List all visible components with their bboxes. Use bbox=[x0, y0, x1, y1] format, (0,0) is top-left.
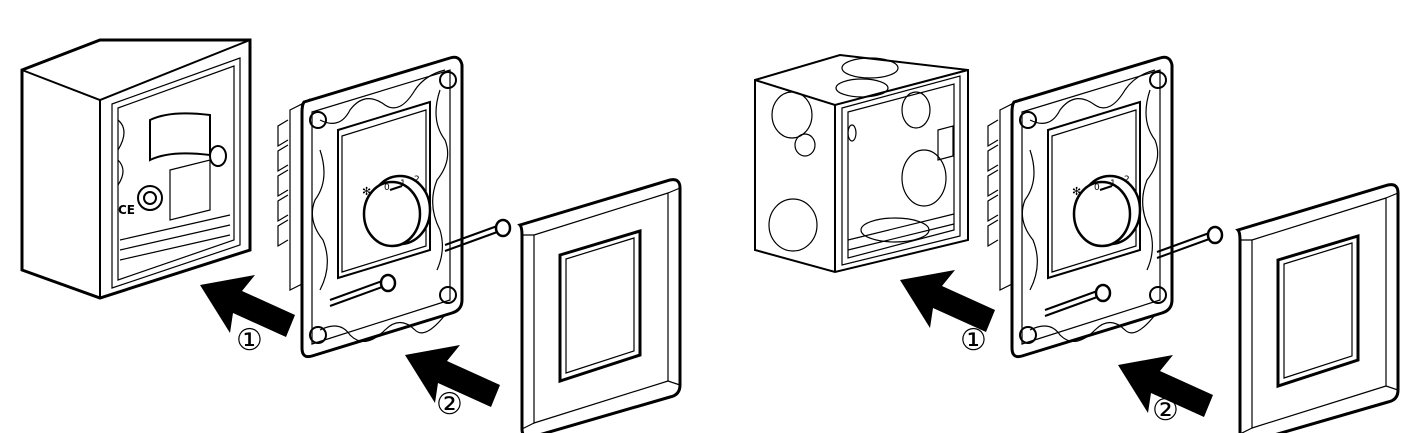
cover-frame bbox=[518, 178, 682, 433]
ce-mark: CE bbox=[118, 203, 135, 217]
speed-mark-1: 1 bbox=[1110, 179, 1116, 189]
step-2-label: ② bbox=[436, 387, 463, 422]
step-2-label: ② bbox=[1152, 393, 1179, 428]
speed-mark-0: 0 bbox=[384, 183, 390, 193]
panel-right: ✻ 0 1 2 ① ② bbox=[754, 53, 1400, 433]
fan-controller-device: ✻ 0 1 2 bbox=[986, 55, 1174, 359]
step-1-label: ① bbox=[960, 323, 987, 358]
panel-left: CE ✻ 0 1 2 ① ② bbox=[20, 38, 682, 433]
speed-mark-2: 2 bbox=[1124, 175, 1130, 185]
cover-frame bbox=[1236, 183, 1400, 433]
speed-mark-2: 2 bbox=[414, 175, 420, 185]
fan-symbol: ✻ bbox=[1072, 185, 1081, 198]
metal-junction-box bbox=[754, 53, 969, 274]
surface-mount-box: CE bbox=[20, 38, 252, 300]
speed-mark-1: 1 bbox=[400, 179, 406, 189]
speed-mark-0: 0 bbox=[1094, 183, 1100, 193]
step-1-label: ① bbox=[236, 323, 263, 358]
fan-controller-device: ✻ 0 1 2 bbox=[276, 55, 464, 359]
fan-symbol: ✻ bbox=[362, 185, 371, 198]
